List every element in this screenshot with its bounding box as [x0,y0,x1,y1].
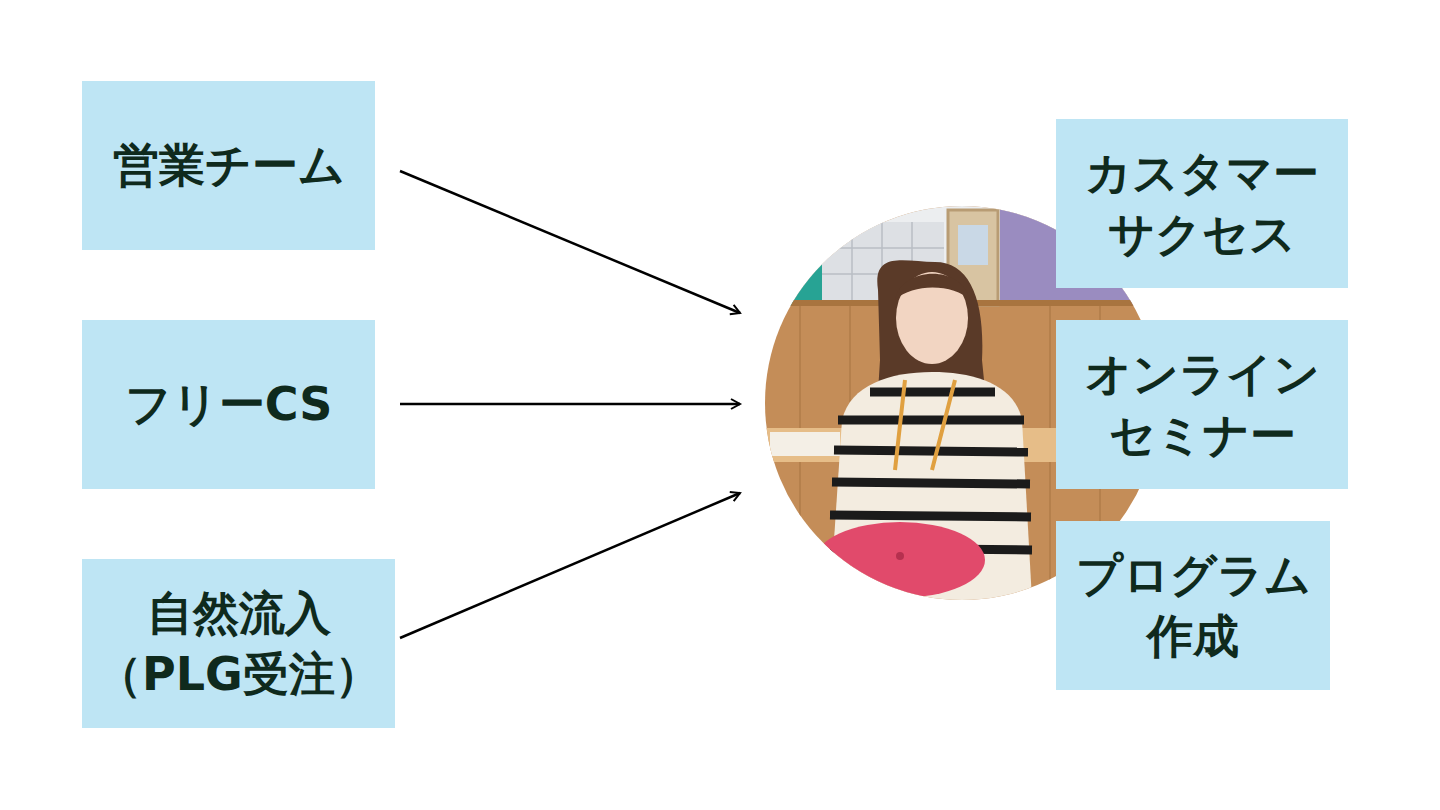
label-box: 自然流入 （PLG受注） [82,559,395,728]
box-label: オンライン セミナー [1070,344,1334,465]
label-box: オンライン セミナー [1056,320,1348,489]
box-label: プログラム 作成 [1070,545,1316,666]
arrow-line [400,403,740,406]
arrow-line [400,171,740,313]
arrow-line [400,493,740,638]
arrows [400,171,740,638]
label-box: フリーCS [82,320,375,489]
box-label: 営業チーム [113,135,345,196]
label-box: 営業チーム [82,81,375,250]
box-label: フリーCS [125,374,333,435]
label-box: プログラム 作成 [1056,521,1330,690]
box-label: 自然流入 （PLG受注） [96,583,381,704]
label-box: カスタマー サクセス [1056,119,1348,288]
box-label: カスタマー サクセス [1070,143,1334,264]
